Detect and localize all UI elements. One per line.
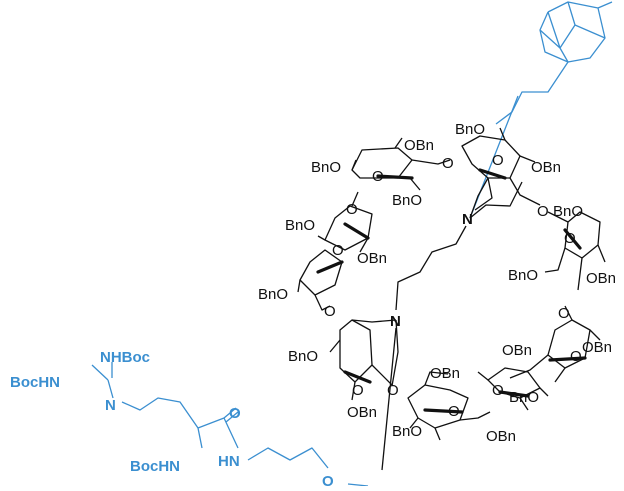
label-o-link-3: O xyxy=(537,203,549,220)
label-bochn-guanidine: BocHN xyxy=(10,374,60,391)
label-n-top: N xyxy=(462,211,473,228)
side-chain-labels: NHBoc BocHN N O BocHN HN O xyxy=(10,349,334,490)
label-o-link-5: O xyxy=(558,305,570,322)
label-amide-nh: HN xyxy=(218,453,240,470)
label-bno-9: BnO xyxy=(509,389,539,406)
label-obn-5: OBn xyxy=(502,342,532,359)
label-o-ring-1: O xyxy=(372,168,384,185)
label-bochn-alpha: BocHN xyxy=(130,458,180,475)
label-obn-7: OBn xyxy=(430,365,460,382)
adamantane-group xyxy=(495,1,613,125)
label-obn-9: OBn xyxy=(486,428,516,445)
label-obn-2: OBn xyxy=(531,159,561,176)
label-obn-3: OBn xyxy=(357,250,387,267)
cyclodextrin-bonds xyxy=(297,127,606,471)
label-o-ring-3: O xyxy=(564,230,576,247)
label-bno-3: BnO xyxy=(392,192,422,209)
label-nhboc: NHBoc xyxy=(100,349,150,366)
label-obn-1: OBn xyxy=(404,137,434,154)
label-o-link-6: O xyxy=(492,382,504,399)
label-o-ring-7: O xyxy=(448,403,460,420)
label-o-ring-5: O xyxy=(570,348,582,365)
label-n-bottom: N xyxy=(390,313,401,330)
label-o-ring-6: O xyxy=(352,382,364,399)
label-obn-8: OBn xyxy=(347,404,377,421)
label-amide-oxygen: O xyxy=(229,405,241,422)
label-bno-5: BnO xyxy=(285,217,315,234)
label-bn-o-4: BnO xyxy=(553,203,583,220)
label-bno-7: BnO xyxy=(258,286,288,303)
label-obn-4: OBn xyxy=(586,270,616,287)
label-guanidine-n: N xyxy=(105,397,116,414)
arginine-chain-bonds xyxy=(91,362,369,487)
label-o-link-4: O xyxy=(324,303,336,320)
label-bno-2: BnO xyxy=(311,159,341,176)
atom-labels: BnO OBn BnO O O O OBn BnO O N O BnO BnO … xyxy=(258,121,616,445)
label-bno-8: BnO xyxy=(288,348,318,365)
label-o-link-1: O xyxy=(442,155,454,172)
label-o-ring-4: O xyxy=(332,242,344,259)
label-o-link-7: O xyxy=(387,382,399,399)
label-ether-oxygen: O xyxy=(322,473,334,486)
label-o-link-2: O xyxy=(346,201,358,218)
label-bno-10: BnO xyxy=(392,423,422,440)
label-bno-1: BnO xyxy=(455,121,485,138)
label-o-ring-2: O xyxy=(492,152,504,169)
label-bno-6: BnO xyxy=(508,267,538,284)
label-obn-6: OBn xyxy=(582,339,612,356)
